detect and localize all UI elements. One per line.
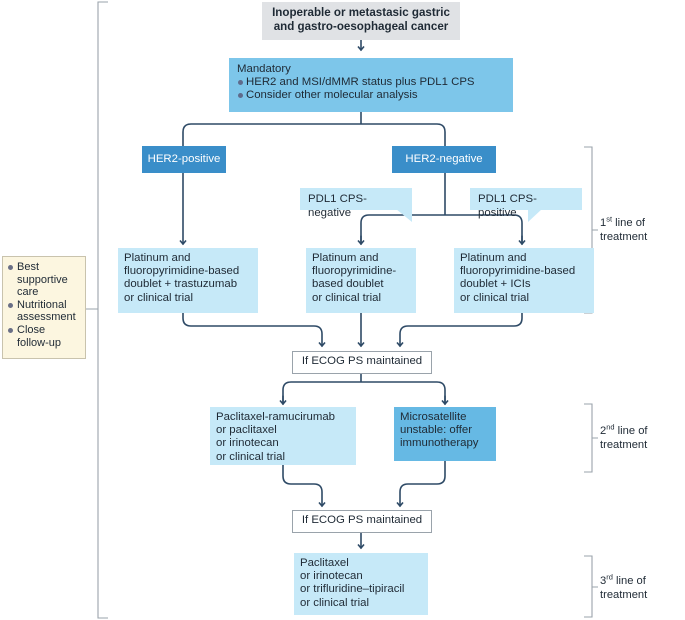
box-text-line: based doublet [312,278,384,291]
box-text-line: Paclitaxel-ramucirumab [216,411,336,423]
second-line-right-box: Microsatellite unstable: offer immunothe… [394,407,496,461]
first-line-right-box: Platinum and fluoropyrimidine-based doub… [454,248,594,313]
pdl1-positive-bubble: PDL1 CPS-positive [470,188,582,219]
box-text-line: doublet + trastuzumab [124,278,238,291]
ecog-label: If ECOG PS maintained [301,355,423,367]
box-text-line: unstable: offer [400,424,472,437]
box-text-line: or clinical trial [460,291,529,304]
top-box: Inoperable or metastasic gastric and gas… [262,2,460,40]
third-line-label: 3rd line of treatment [600,572,684,602]
line-ordinal-suffix: rd [606,572,613,582]
mandatory-box: Mandatory HER2 and MSI/dMMR status plus … [229,58,513,112]
connector-first-to-ecog1 [182,312,322,346]
pdl1-positive-label: PDL1 CPS-positive [478,193,537,219]
box-text-line: or clinical trial [300,596,369,609]
nutritional-assessment-item: Nutritional assessment [7,299,81,324]
mandatory-item: Consider other molecular analysis [237,89,505,102]
pdl1-positive-tail [528,209,542,222]
side-text-line: Close [17,323,46,336]
treatment-text: treatment [600,231,648,243]
supportive-care-box: Best supportive care Nutritional assessm… [2,256,86,359]
her2-negative-label: HER2-negative [405,153,483,165]
line-of-text: line of [612,575,646,587]
box-text-line: fluoropyrimidine-based [460,265,576,278]
box-text-line: Paclitaxel [300,557,349,569]
side-text-line: care [17,286,39,299]
box-text-line: or clinical trial [124,291,193,304]
pdl1-negative-bubble: PDL1 CPS-negative [300,188,412,219]
treatment-text: treatment [600,439,648,451]
box-text-line: or trifluridine–tipiracil [300,583,405,596]
box-text-line: Microsatellite [400,411,467,423]
box-text-line: immunotherapy [400,437,479,450]
line-number: 3 [600,575,607,587]
first-line-label: 1st line of treatment [600,214,684,244]
her2-negative-box: HER2-negative [392,146,496,173]
box-text-line: fluoropyrimidine-based [124,265,240,278]
supportive-care-item: Best supportive care [7,261,81,299]
second-line-label: 2nd line of treatment [600,422,684,452]
ecog-box-1: If ECOG PS maintained [292,351,432,374]
first-line-middle-box: Platinum and fluoropyrimidine- based dou… [306,248,416,313]
line-number: 1 [600,217,607,229]
bracket-second-line [584,403,598,473]
line-of-text: line of [614,425,648,437]
second-line-left-box: Paclitaxel-ramucirumab or paclitaxel or … [210,407,356,465]
first-line-left-box: Platinum and fluoropyrimidine-based doub… [118,248,258,313]
her2-positive-box: HER2-positive [142,146,226,173]
bracket-third-line [584,555,598,618]
box-text-line: or irinotecan [300,570,363,583]
treatment-text: treatment [600,589,648,601]
pdl1-negative-label: PDL1 CPS-negative [308,193,367,219]
side-text-line: Best [17,261,40,273]
connector-mandatory-split [182,111,446,147]
connector-ecog1-split [282,373,446,405]
box-text-line: Platinum and [460,252,527,264]
side-text-line: follow-up [17,336,62,349]
box-text-line: or irinotecan [216,437,279,450]
line-ordinal-suffix: nd [606,422,615,432]
top-box-line-1: Inoperable or metastasic gastric [272,6,450,19]
top-box-line-2: and gastro-oesophageal cancer [273,20,449,33]
box-text-line: or clinical trial [312,291,381,304]
ecog-label: If ECOG PS maintained [301,514,423,526]
connector-her2neg-split [360,171,523,245]
left-bracket [86,1,108,619]
connector-second-to-ecog2 [282,464,322,506]
box-text-line: Platinum and [312,252,379,264]
side-text-line: Nutritional [17,298,67,311]
line-number: 2 [600,425,607,437]
her2-positive-label: HER2-positive [147,153,221,165]
line-of-text: line of [612,217,646,229]
box-text-line: Platinum and [124,252,191,264]
bracket-first-line [584,146,598,314]
box-text-line: or paclitaxel [216,424,277,437]
mandatory-title: Mandatory [237,63,291,75]
pdl1-negative-tail [396,209,412,222]
mandatory-item: HER2 and MSI/dMMR status plus PDL1 CPS [237,76,505,89]
side-text-line: assessment [17,311,76,324]
third-line-box: Paclitaxel or irinotecan or trifluridine… [294,553,428,615]
line-ordinal-suffix: st [606,214,613,224]
box-text-line: doublet + ICIs [460,278,531,291]
close-follow-up-item: Close follow-up [7,324,81,349]
side-text-line: supportive [17,273,68,286]
ecog-box-2: If ECOG PS maintained [292,510,432,533]
box-text-line: or clinical trial [216,450,285,463]
box-text-line: fluoropyrimidine- [312,265,397,278]
